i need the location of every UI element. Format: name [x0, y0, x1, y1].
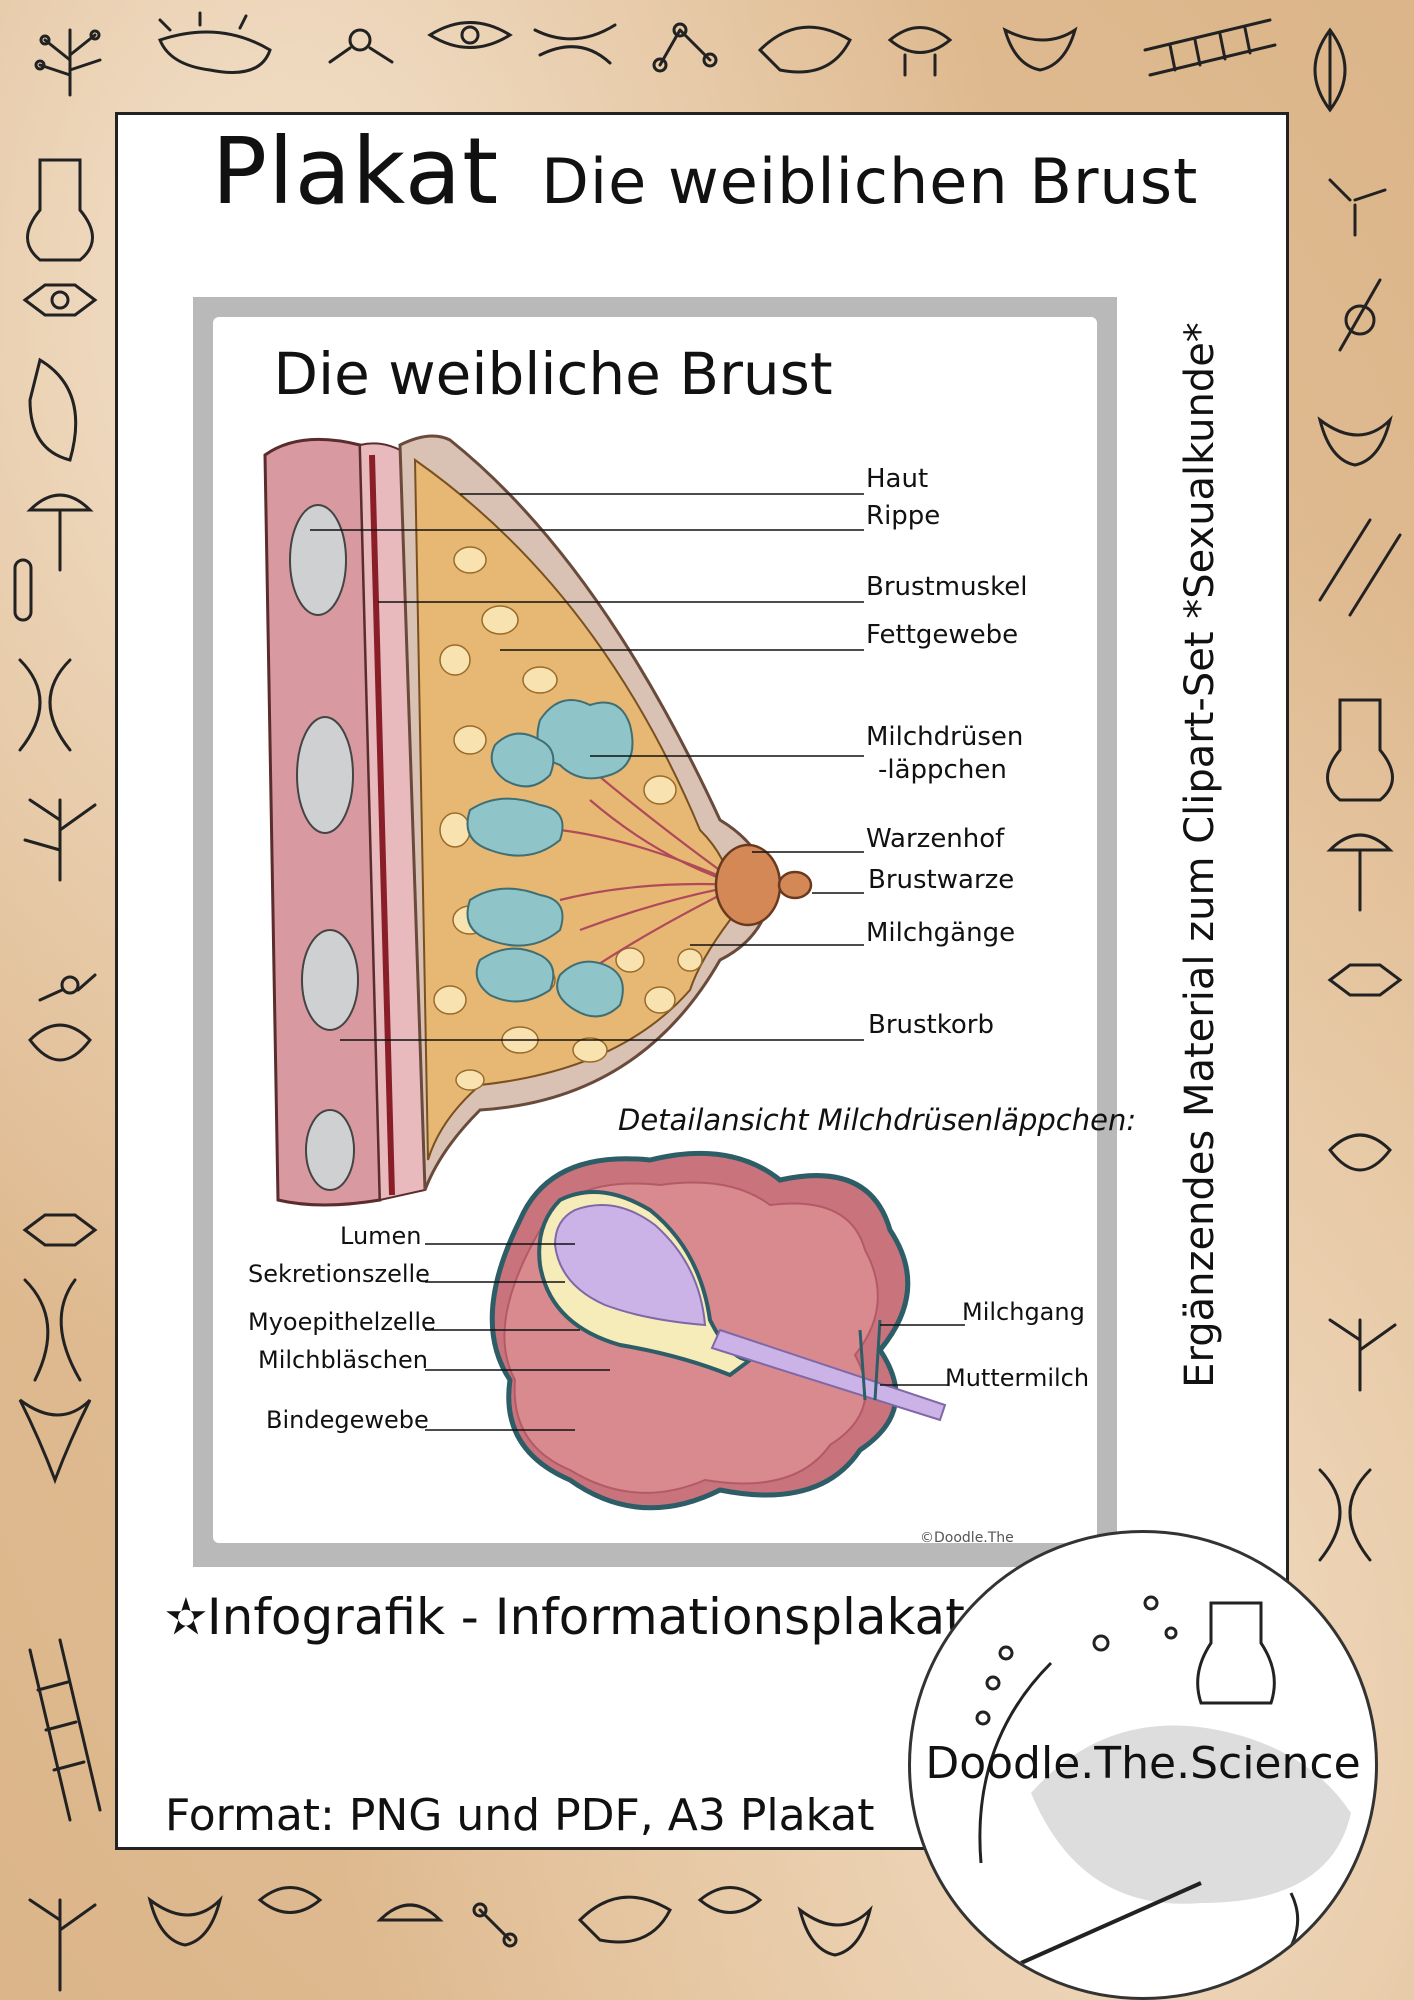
- ladder-doodle-icon: [1143, 18, 1277, 77]
- vine-icon: [978, 1661, 1053, 1864]
- eye-doodle-icon: [257, 1886, 323, 1914]
- logo-text: Doodle.The.Science: [925, 1738, 1361, 1789]
- label-milchblaeschen: Milchbläschen: [258, 1346, 428, 1374]
- label-lumen: Lumen: [340, 1222, 422, 1250]
- test-tube-doodle-icon: [13, 558, 33, 622]
- water-molecule-icon: [38, 973, 97, 1002]
- logo-art: [975, 1595, 1351, 1975]
- fat-globules: [433, 546, 703, 1091]
- neuron-doodle-icon: [1317, 415, 1393, 467]
- molecule-doodle-icon: [652, 22, 718, 73]
- tree-doodle-icon: [28, 1898, 97, 1992]
- mammary-lobules: [466, 699, 634, 1018]
- poster-title: Die weibliche Brust: [273, 340, 833, 408]
- neuron-doodle-icon: [18, 1398, 92, 1485]
- tree-doodle-icon: [34, 28, 102, 97]
- infografik-caption: ✫Infografik - Informationsplakat✫: [165, 1588, 1007, 1646]
- neuron-doodle-icon: [1002, 26, 1078, 72]
- label-brustwarze: Brustwarze: [868, 865, 1015, 895]
- copyright-note: ©Doodle.The: [920, 1530, 1014, 1546]
- flower-doodle-icon: [376, 1903, 444, 1922]
- neuron-doodle-icon: [797, 1905, 873, 1957]
- neuron-doodle-icon: [147, 1895, 223, 1947]
- ladder-doodle-icon: [1318, 518, 1402, 617]
- brush-icon: [1020, 1881, 1202, 1965]
- bacteria-doodle-icon: [158, 11, 272, 74]
- molecule-doodle-icon: [1328, 178, 1387, 237]
- label-fettgewebe: Fettgewebe: [866, 620, 1019, 650]
- bacteria-doodle-icon: [577, 1895, 672, 1944]
- vine-icon: [1269, 1892, 1300, 1975]
- label-sekretionszelle: Sekretionszelle: [248, 1260, 430, 1288]
- rib-1: [289, 504, 347, 616]
- nipple: [777, 870, 813, 900]
- label-milchdruesen: Milchdrüsen: [866, 722, 1024, 752]
- lobule-detail: [489, 1150, 947, 1511]
- rib-3: [301, 929, 359, 1031]
- flower-doodle-icon: [1326, 833, 1394, 912]
- bacteria-doodle-icon: [757, 25, 852, 74]
- molecule-doodle-icon: [472, 1902, 518, 1948]
- label-milchgaenge: Milchgänge: [866, 918, 1016, 948]
- cell-doodle-icon: [22, 283, 98, 317]
- cell-doodle-icon: [427, 21, 513, 49]
- leaf-doodle-icon: [1313, 27, 1347, 113]
- leaf-doodle-icon: [28, 1023, 92, 1062]
- page-title: Plakat Die weiblichen Brust: [140, 118, 1270, 258]
- format-caption: Format: PNG und PDF, A3 Plakat: [165, 1790, 875, 1841]
- flask-doodle-icon: [26, 158, 94, 262]
- label-laeppchen: -läppchen: [878, 755, 1007, 785]
- cell-doodle-icon: [1327, 963, 1403, 997]
- eye-doodle-icon: [887, 26, 953, 77]
- label-haut: Haut: [866, 464, 929, 494]
- flask-doodle-icon: [1326, 698, 1394, 802]
- water-molecule-icon: [328, 28, 394, 64]
- chromosome-doodle-icon: [533, 23, 617, 65]
- ladder-doodle-icon: [28, 1638, 102, 1822]
- areola: [714, 843, 782, 927]
- muscle-line: [369, 454, 395, 1196]
- tree-doodle-icon: [23, 798, 97, 882]
- rib-4: [305, 1109, 355, 1191]
- label-brustkorb: Brustkorb: [868, 1010, 994, 1040]
- label-brustmuskel: Brustmuskel: [866, 572, 1028, 602]
- title-sub: Die weiblichen Brust: [541, 145, 1199, 218]
- cell-doodle-icon: [1338, 278, 1382, 352]
- bacteria-doodle-icon: [28, 357, 78, 462]
- detail-leader-lines: [425, 1243, 965, 1431]
- leaf-doodle-icon: [1328, 1133, 1392, 1172]
- label-warzenhof: Warzenhof: [866, 824, 1005, 854]
- title-big: Plakat: [211, 118, 500, 225]
- label-bindegewebe: Bindegewebe: [266, 1406, 429, 1434]
- eye-doodle-icon: [697, 1886, 763, 1914]
- tree-doodle-icon: [1328, 1318, 1397, 1392]
- beaker-icon: [1196, 1601, 1276, 1705]
- flower-doodle-icon: [26, 493, 94, 572]
- cell-doodle-icon: [22, 1213, 98, 1247]
- leader-lines: [310, 493, 864, 1041]
- brand-logo: Doodle.The.Science: [908, 1530, 1378, 2000]
- chromosome-doodle-icon: [18, 658, 72, 752]
- label-myoepithelzelle: Myoepithelzelle: [248, 1308, 436, 1336]
- label-muttermilch: Muttermilch: [945, 1364, 1090, 1392]
- chromosome-doodle-icon: [23, 1278, 82, 1382]
- label-rippe: Rippe: [866, 501, 941, 531]
- label-milchgang: Milchgang: [962, 1298, 1085, 1326]
- chromosome-doodle-icon: [1318, 1468, 1372, 1562]
- rib-2: [296, 716, 354, 834]
- side-text: Ergänzendes Material zum Clipart-Set *Se…: [1177, 322, 1223, 1388]
- detail-title: Detailansicht Milchdrüsenläppchen:: [618, 1103, 1137, 1137]
